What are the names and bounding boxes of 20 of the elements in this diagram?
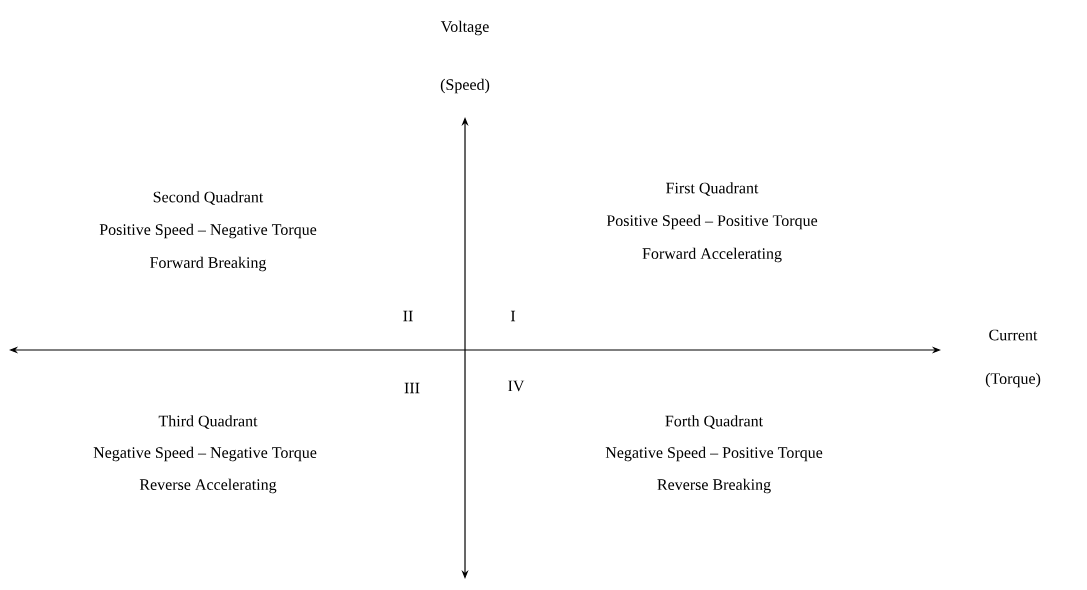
quadrant-title: Second Quadrant	[153, 191, 264, 205]
quadrant-title: First Quadrant	[666, 182, 759, 196]
quadrant-mode: Forward Breaking	[150, 256, 267, 272]
quadrant-mode: Reverse Accelerating	[139, 478, 277, 494]
quadrant-numeral: IV	[508, 380, 525, 392]
quadrant-mode: Reverse Breaking	[657, 478, 771, 494]
quadrant-title: Third Quadrant	[158, 415, 258, 429]
axis-label: Current	[989, 329, 1038, 341]
quadrant-description: Positive Speed – Positive Torque	[606, 214, 818, 230]
quadrant-mode: Forward Accelerating	[642, 247, 782, 263]
axis-label: Voltage	[440, 20, 489, 36]
quadrant-description: Negative Speed – Positive Torque	[605, 446, 823, 462]
quadrant-title: Forth Quadrant	[665, 415, 763, 429]
quadrant-numeral: III	[404, 382, 420, 394]
quadrant-description: Negative Speed – Negative Torque	[93, 446, 317, 462]
quadrant-numeral: II	[403, 310, 413, 322]
axis-label: (Speed)	[440, 78, 490, 94]
quadrant-numeral: I	[510, 310, 516, 322]
quadrant-description: Positive Speed – Negative Torque	[99, 223, 317, 239]
axis-label: (Torque)	[985, 372, 1041, 388]
